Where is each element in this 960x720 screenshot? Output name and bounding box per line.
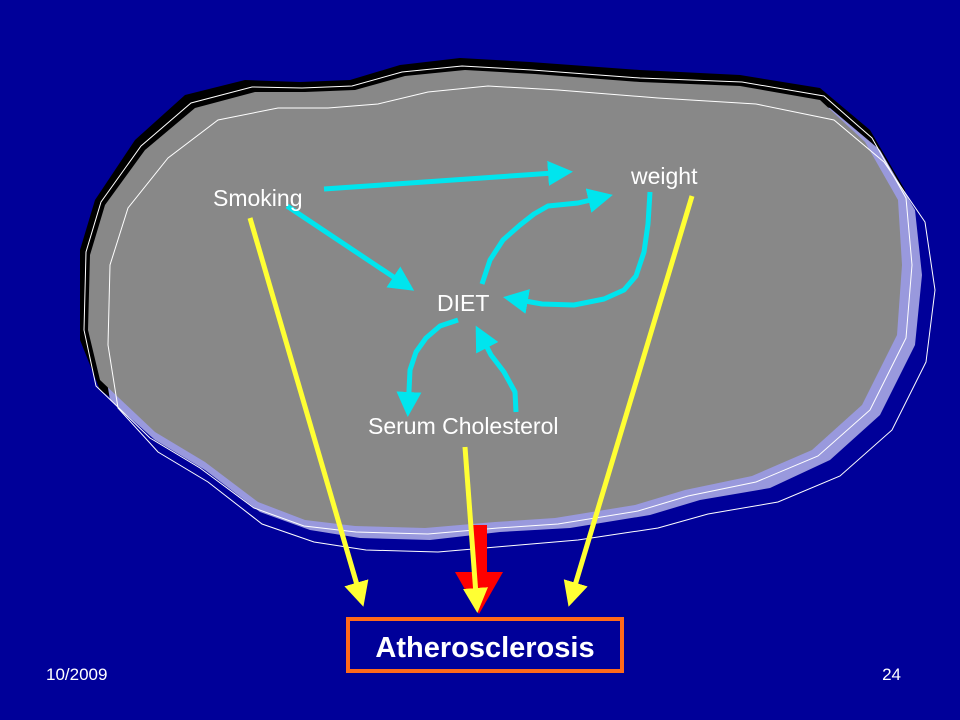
- label-atherosclerosis: Atherosclerosis: [375, 632, 594, 664]
- arrow-weight-to-atherosclerosis: [563, 195, 695, 607]
- arrow-diet-to-weight: [479, 188, 613, 285]
- footer-page-number: 24: [882, 665, 901, 684]
- arrow-diet-to-cholesterol: [396, 317, 459, 417]
- arrow-smoking-to-weight: [323, 160, 573, 192]
- blob-white-outline-2: [107, 85, 936, 553]
- arrow-smoking-to-diet: [285, 203, 415, 291]
- label-weight: weight: [630, 163, 698, 189]
- label-smoking: Smoking: [213, 185, 302, 211]
- atherosclerosis-box: [346, 617, 624, 673]
- footer-date: 10/2009: [46, 665, 107, 684]
- arrow-cholesterol-to-atherosclerosis: [462, 446, 488, 613]
- blob-gray-body: [88, 70, 902, 528]
- arrow-weight-to-diet: [503, 191, 653, 314]
- red-arrow-shaft: [473, 525, 487, 573]
- arrow-cholesterol-to-diet: [475, 325, 519, 413]
- label-serum-cholesterol: Serum Cholesterol: [368, 413, 558, 439]
- label-diet: DIET: [437, 290, 489, 316]
- arrow-smoking-to-atherosclerosis: [247, 217, 369, 607]
- blob-white-outline-1: [83, 65, 913, 535]
